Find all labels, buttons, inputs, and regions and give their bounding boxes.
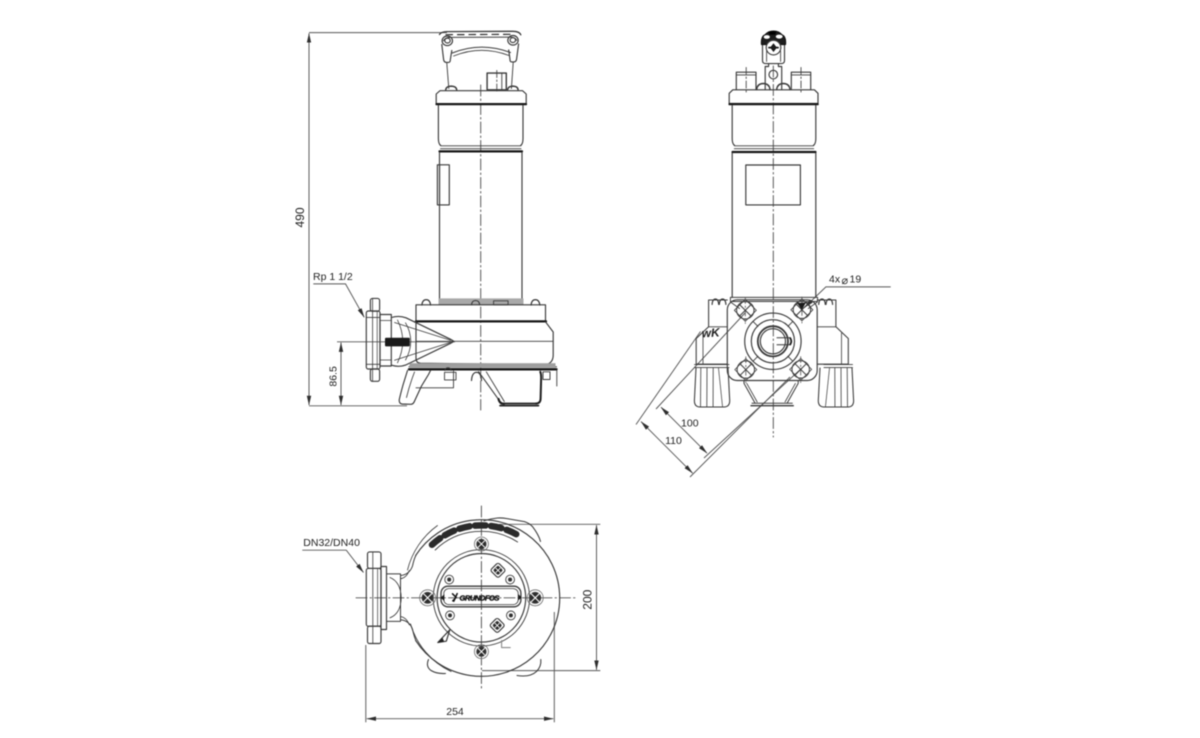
svg-text:GRUNDFOS: GRUNDFOS	[460, 593, 500, 602]
svg-text:19: 19	[850, 274, 862, 286]
svg-text:⌀: ⌀	[842, 275, 849, 287]
svg-text:86.5: 86.5	[327, 366, 339, 387]
svg-text:wK: wK	[701, 325, 721, 340]
svg-text:200: 200	[581, 589, 595, 609]
svg-text:490: 490	[293, 207, 307, 227]
svg-text:110: 110	[665, 435, 682, 447]
svg-text:Rp 1 1/2: Rp 1 1/2	[313, 271, 353, 283]
svg-text:254: 254	[446, 706, 464, 718]
svg-text:100: 100	[681, 417, 699, 429]
svg-text:DN32/DN40: DN32/DN40	[303, 537, 360, 549]
svg-text:4x: 4x	[829, 274, 841, 286]
